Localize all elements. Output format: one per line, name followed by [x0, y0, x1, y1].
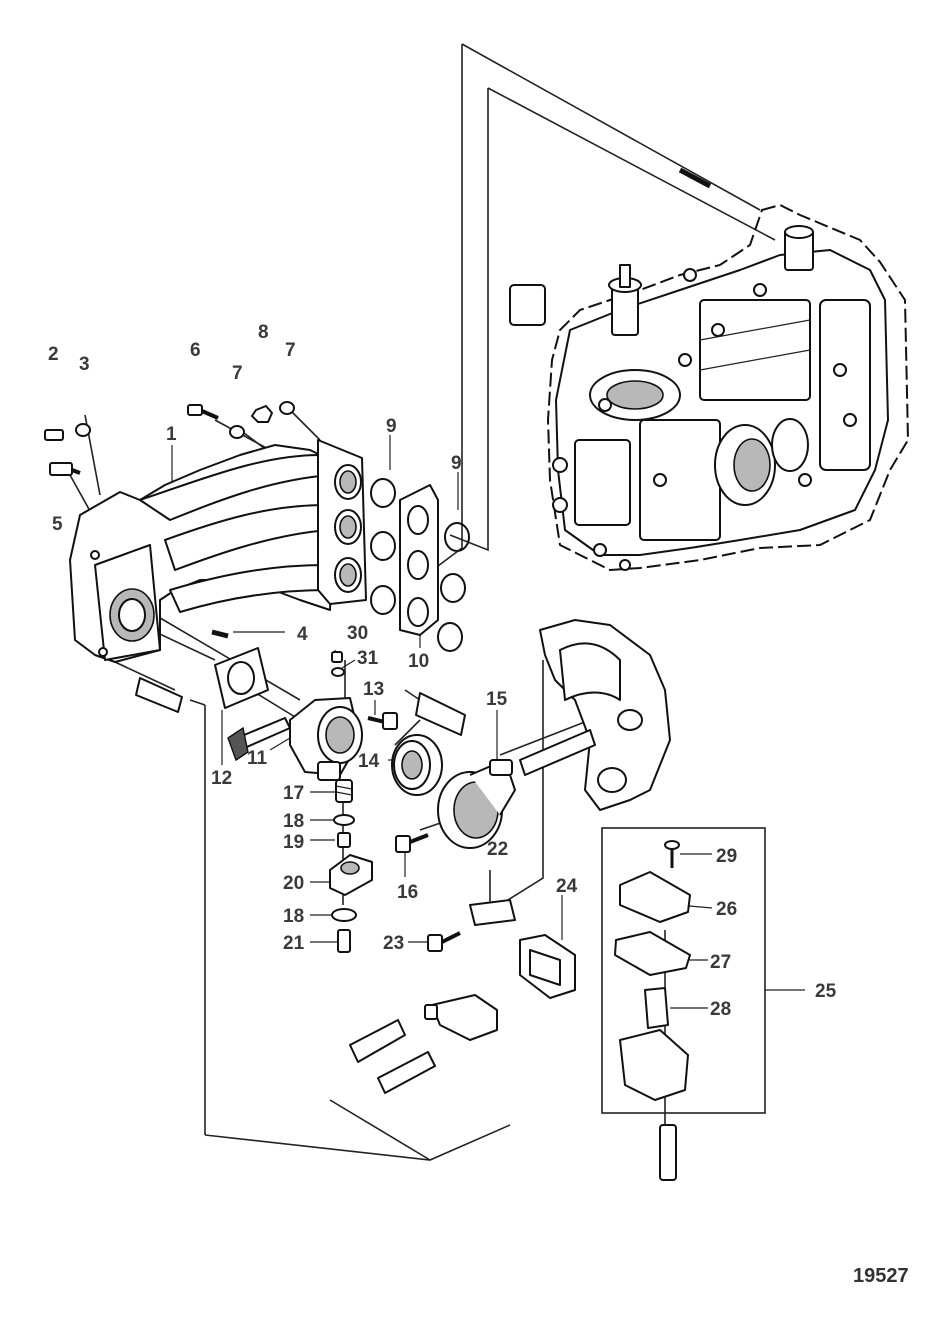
callout-7b: 7: [285, 340, 296, 361]
bracket-clip: [469, 899, 516, 926]
callout-28: 28: [710, 999, 731, 1020]
o-rings: [370, 478, 470, 652]
mounting-bracket: [519, 619, 671, 811]
bolt-23: [427, 931, 461, 952]
hoses: [135, 677, 677, 1181]
callout-18a: 18: [283, 811, 304, 832]
mount-bracket-24: [519, 934, 576, 999]
callout-4: 4: [297, 624, 308, 645]
callout-1: 1: [166, 424, 177, 445]
idle-stack: [329, 779, 373, 953]
callout-18b: 18: [283, 906, 304, 927]
callout-24: 24: [556, 876, 578, 897]
callout-5: 5: [52, 514, 63, 535]
powerhead-engine-block: [509, 203, 910, 572]
callout-12: 12: [211, 768, 232, 789]
silencer-screen: [437, 759, 516, 849]
callout-11: 11: [247, 748, 268, 769]
callout-19: 19: [283, 832, 304, 853]
callout-22: 22: [487, 839, 508, 860]
callout-30: 30: [347, 623, 368, 644]
vent-valve: [424, 994, 498, 1041]
callout-26: 26: [716, 899, 737, 920]
callout-9a: 9: [386, 416, 397, 437]
callout-3: 3: [79, 354, 90, 375]
throttle-gasket: [214, 647, 269, 709]
kit-box-25: [601, 827, 766, 1114]
intake-manifold: [69, 439, 367, 663]
pin-4: [211, 629, 229, 639]
callout-25: 25: [815, 981, 837, 1002]
callout-13: 13: [363, 679, 384, 700]
fasteners: [44, 401, 295, 476]
figure-number: 19527: [853, 1265, 909, 1287]
callout-15: 15: [486, 689, 508, 710]
bolt-16: [395, 833, 429, 853]
stud: [678, 167, 712, 189]
callout-6: 6: [190, 340, 201, 361]
small-fittings: [331, 651, 345, 677]
callout-20: 20: [283, 873, 304, 894]
callout-31: 31: [357, 648, 379, 669]
callout-23: 23: [383, 933, 404, 954]
manifold-gasket: [399, 484, 439, 636]
callout-27: 27: [710, 952, 731, 973]
callout-29: 29: [716, 846, 737, 867]
bolt-13: [367, 712, 398, 730]
callout-8: 8: [258, 322, 269, 343]
callout-9b: 9: [451, 453, 462, 474]
adapter-seal: [391, 734, 443, 796]
callout-21: 21: [283, 933, 305, 954]
callout-7a: 7: [232, 363, 243, 384]
callout-10: 10: [408, 651, 429, 672]
callout-17: 17: [283, 783, 304, 804]
callout-2: 2: [48, 344, 59, 365]
callout-labels: 1 2 3 4 5 6 7 7 8 9 9 10 11 12 13 14 15 …: [48, 322, 837, 1020]
callout-14: 14: [358, 751, 380, 772]
throttle-body: [227, 697, 363, 781]
callout-16: 16: [397, 882, 418, 903]
